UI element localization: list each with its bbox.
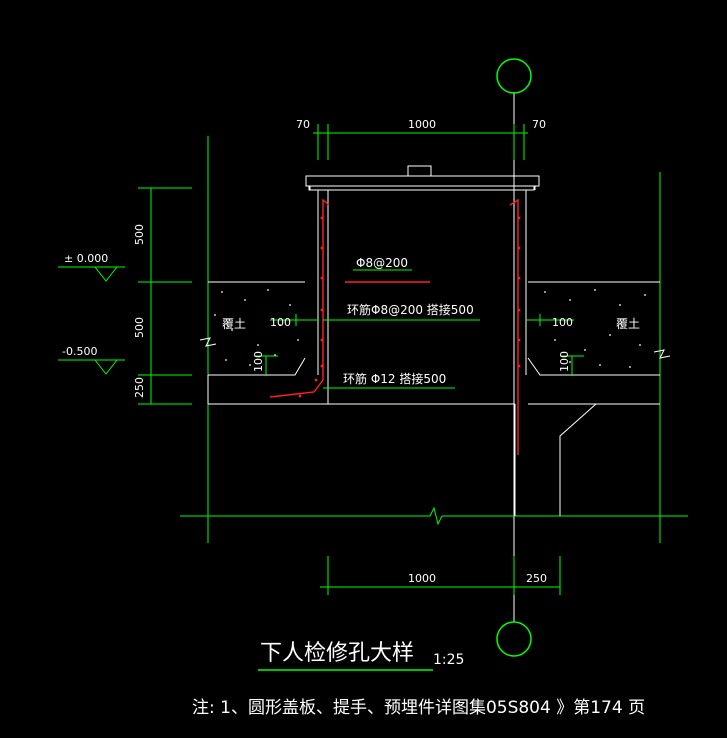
top-dimension (313, 124, 528, 160)
dim-left-500-lower: 500 (133, 317, 146, 338)
ring-rebar-1-label: 环筋Φ8@200 搭接500 (347, 302, 474, 317)
dim-left-100: 100 (270, 316, 291, 329)
elevation-lower-label: -0.500 (62, 345, 97, 358)
elevation-ground-label: ± 0.000 (64, 252, 108, 265)
dim-top-left-70: 70 (296, 118, 310, 131)
manhole-walls (305, 165, 540, 404)
rebar (269, 198, 519, 455)
ground-layers (199, 281, 671, 516)
drawing-scale: 1:25 (433, 652, 464, 668)
axis-bubble-top (496, 58, 532, 94)
rebar-main-label: Φ8@200 (356, 256, 408, 270)
elevation-ground (58, 266, 125, 282)
soil-right-label: 覆土 (616, 317, 640, 331)
left-dimension (138, 187, 192, 405)
dim-top-right-70: 70 (532, 118, 546, 131)
rebar-dots (298, 216, 521, 398)
soil-hatch (214, 289, 646, 368)
bottom-dimension (320, 556, 561, 595)
axis-bubble-bottom (496, 621, 532, 657)
leaders (254, 269, 584, 389)
dim-left-100-vert: 100 (252, 351, 265, 372)
ring-rebar-2-label: 环筋 Φ12 搭接500 (343, 371, 446, 386)
boundary-lines (180, 136, 688, 543)
dim-left-500-upper: 500 (133, 224, 146, 245)
dim-right-100-vert: 100 (558, 351, 571, 372)
dim-left-250: 250 (133, 377, 146, 398)
dim-right-100: 100 (552, 316, 573, 329)
dim-bottom-250: 250 (526, 572, 547, 585)
drawing-title: 下人检修孔大样 (260, 641, 414, 666)
elevation-lower (58, 359, 125, 375)
soil-left-label: 覆土 (222, 317, 246, 331)
drawing-note: 注: 1、圆形盖板、提手、预埋件详图集05S804 》第174 页 (192, 698, 645, 718)
dim-bottom-1000: 1000 (408, 572, 436, 585)
dim-top-1000: 1000 (408, 118, 436, 131)
